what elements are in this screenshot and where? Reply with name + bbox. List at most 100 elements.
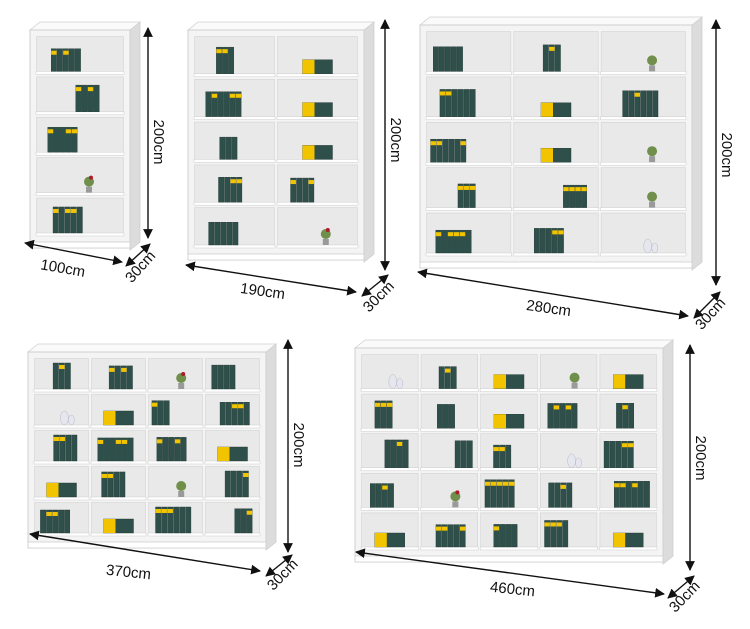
- book: [444, 366, 451, 389]
- book: [59, 434, 66, 462]
- book: [646, 90, 653, 118]
- book: [625, 481, 632, 508]
- book: [442, 138, 449, 163]
- book: [101, 471, 108, 498]
- book-band: [453, 232, 460, 237]
- book: [390, 439, 397, 469]
- plant-pot: [649, 201, 656, 208]
- plant-pot: [649, 65, 656, 72]
- book: [435, 524, 442, 548]
- book-stack-cover: [541, 148, 553, 163]
- book: [575, 184, 581, 208]
- shelf-board: [147, 496, 204, 501]
- book-band: [459, 526, 466, 531]
- shelf-board: [276, 116, 359, 120]
- book: [53, 434, 60, 462]
- book-band: [484, 481, 491, 486]
- plant-pot: [322, 239, 329, 245]
- book-band: [502, 481, 509, 486]
- book: [232, 222, 239, 246]
- book-band: [115, 439, 122, 444]
- shelf-board: [360, 467, 419, 472]
- book: [463, 89, 470, 117]
- book: [542, 44, 549, 72]
- plant: [647, 191, 658, 202]
- book-band: [53, 208, 59, 213]
- book: [173, 506, 180, 534]
- shelf-board: [35, 111, 125, 116]
- shelf-board: [90, 424, 147, 429]
- shelf-board: [539, 427, 598, 432]
- book-stack-cover: [46, 483, 59, 497]
- book-band: [167, 509, 173, 513]
- shelf-board: [539, 546, 598, 551]
- book-band: [435, 526, 442, 531]
- book: [70, 206, 77, 234]
- vase: [60, 410, 69, 426]
- book: [557, 228, 564, 254]
- book-band: [382, 485, 388, 490]
- book-band: [71, 208, 77, 213]
- book: [622, 90, 629, 118]
- book: [62, 48, 69, 72]
- compartment: [599, 393, 657, 432]
- compartment: [600, 167, 686, 211]
- book: [81, 84, 88, 112]
- shelf-4-depth-label: 30cm: [264, 556, 302, 594]
- book: [230, 177, 237, 203]
- shelf-board: [513, 161, 599, 166]
- book-band: [121, 367, 127, 372]
- book-band: [121, 439, 128, 444]
- book: [224, 470, 231, 498]
- book: [308, 177, 315, 203]
- shelf-board: [147, 532, 204, 537]
- shelf-2-width-label: 190cm: [239, 280, 286, 303]
- book: [217, 364, 224, 390]
- book: [59, 127, 66, 153]
- book-stack-cover: [494, 374, 506, 389]
- book: [40, 509, 47, 534]
- book-band: [59, 437, 66, 441]
- top-panel: [353, 339, 675, 349]
- shelf-board: [539, 388, 598, 392]
- book-band: [430, 141, 436, 146]
- book-band: [493, 526, 500, 531]
- shelf-board: [360, 427, 419, 432]
- shelf-4: 200cm 370cm 30cm: [26, 339, 307, 594]
- shelf-board: [147, 460, 204, 465]
- book: [569, 184, 575, 208]
- book: [631, 481, 638, 508]
- book-band: [441, 526, 448, 531]
- compartment: [148, 358, 203, 392]
- book: [463, 183, 470, 208]
- book: [108, 365, 115, 390]
- shelf-board: [599, 507, 658, 511]
- shelf-board: [35, 151, 125, 156]
- shelf-1-depth-label: 30cm: [122, 248, 159, 287]
- book: [229, 91, 236, 117]
- book: [571, 403, 578, 429]
- shelf-5-depth-arrow: [667, 575, 695, 599]
- side-panel: [662, 339, 674, 565]
- top-panel: [418, 16, 704, 26]
- shelf-board: [193, 73, 276, 78]
- shelf-board: [147, 388, 204, 393]
- shelf-board: [33, 460, 90, 465]
- book: [445, 46, 451, 72]
- book: [544, 520, 551, 548]
- book-band: [161, 509, 167, 513]
- side-panel: [265, 343, 277, 551]
- book: [290, 177, 297, 203]
- book: [76, 206, 83, 234]
- book: [113, 471, 120, 498]
- book: [74, 48, 81, 72]
- book-band: [490, 481, 497, 486]
- book: [460, 440, 467, 469]
- compartment: [194, 36, 275, 77]
- book: [156, 437, 163, 462]
- shelf-board: [276, 201, 359, 206]
- book-band: [553, 405, 560, 410]
- book: [547, 403, 554, 429]
- shelf-5-width-label: 460cm: [489, 579, 536, 601]
- shelf-board: [425, 252, 512, 257]
